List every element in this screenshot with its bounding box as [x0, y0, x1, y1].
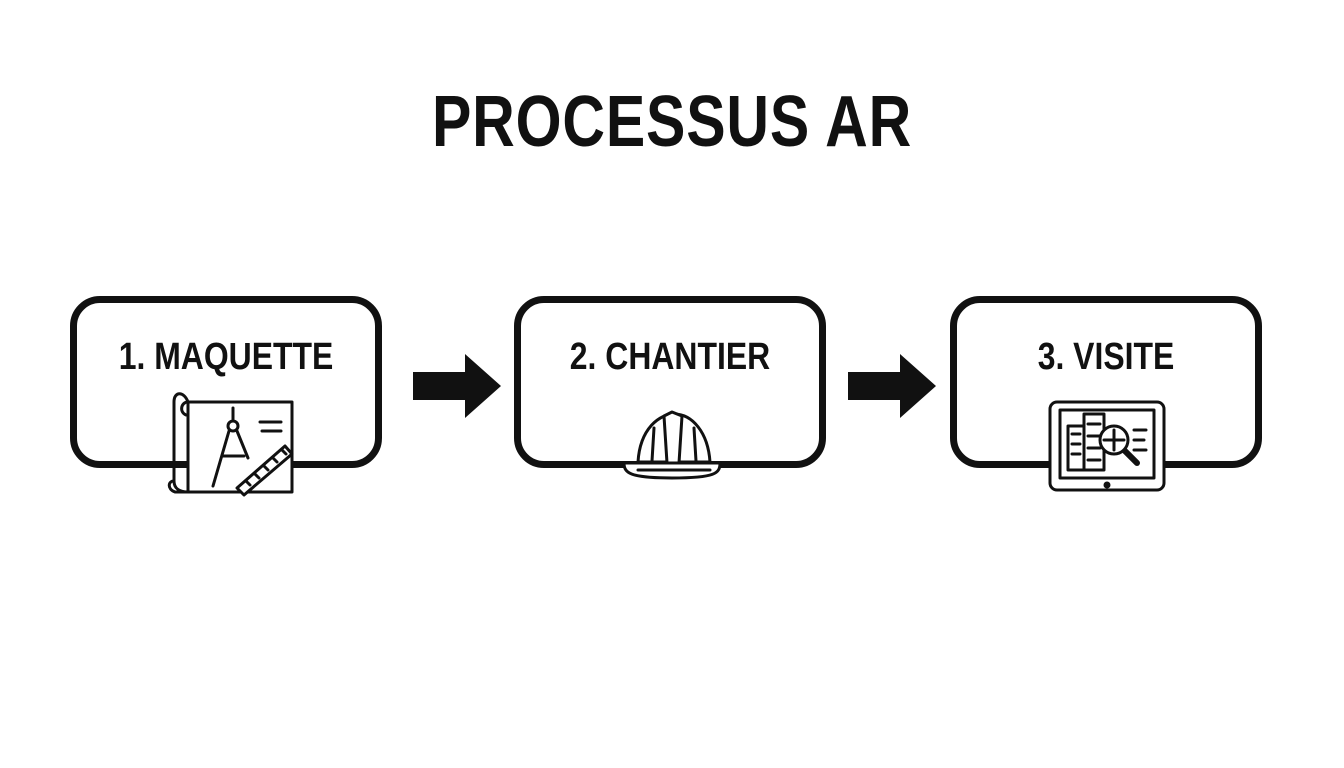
- hard-hat-icon: [622, 410, 722, 480]
- step-label-visite: 3. VISITE: [1037, 336, 1175, 378]
- tablet-building-magnifier-icon: [1048, 400, 1166, 492]
- step-label-maquette: 1. MAQUETTE: [118, 336, 334, 378]
- arrow-right-icon: [413, 354, 501, 418]
- arrow-right-icon: [848, 354, 936, 418]
- diagram-title: PROCESSUS AR: [431, 82, 913, 162]
- step-label-chantier: 2. CHANTIER: [569, 336, 771, 378]
- blueprint-compass-ruler-icon: [167, 392, 294, 497]
